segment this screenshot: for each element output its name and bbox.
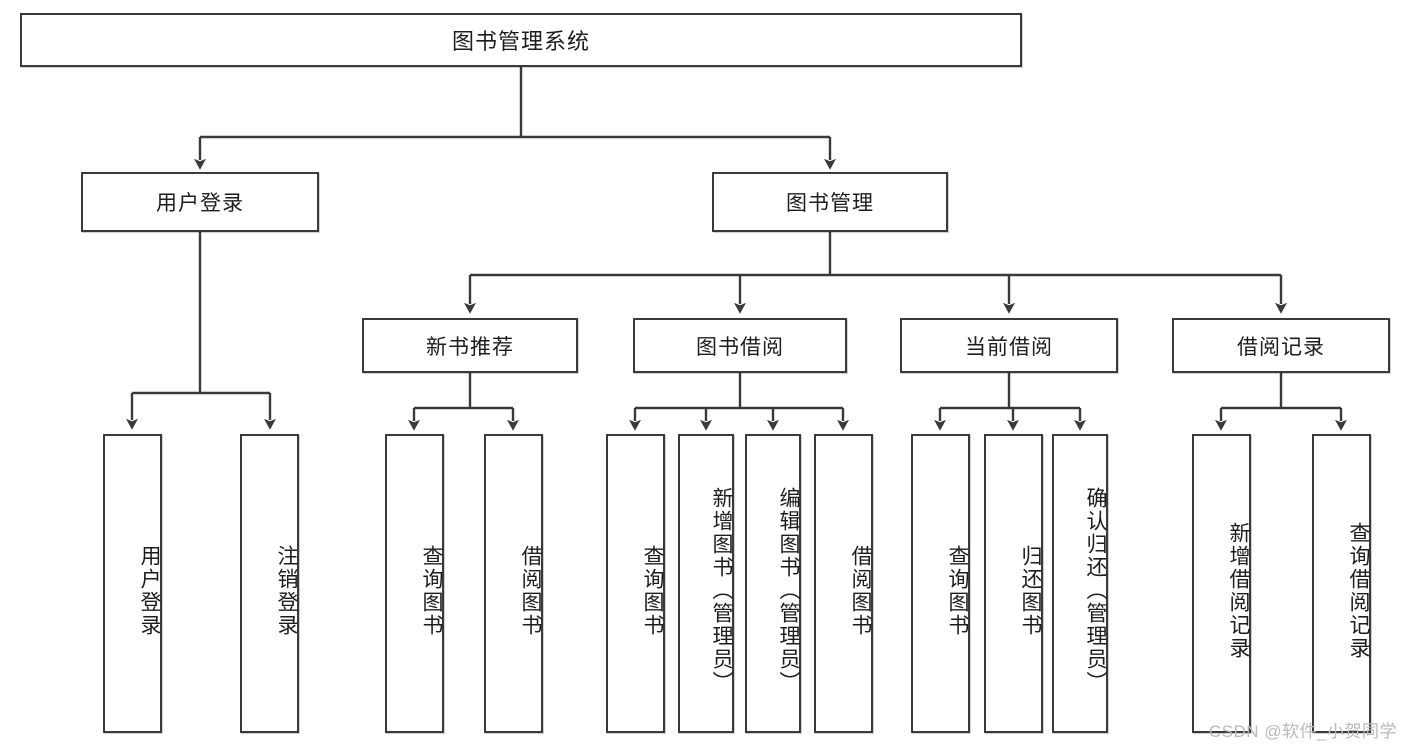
leaf-query-borrow-record-label: 查询借阅记录 <box>1347 521 1370 660</box>
node-new-book-recommend-label: 新书推荐 <box>426 335 514 359</box>
node-book-borrow[interactable]: 图书借阅 <box>633 318 847 373</box>
node-borrow-record[interactable]: 借阅记录 <box>1172 318 1390 373</box>
leaf-borrow-book-recommend[interactable]: 借阅图书 <box>484 434 543 733</box>
node-book-management-label: 图书管理 <box>786 192 874 215</box>
leaf-user-login[interactable]: 用户登录 <box>103 434 162 733</box>
node-current-borrow-label: 当前借阅 <box>965 335 1053 359</box>
node-new-book-recommend[interactable]: 新书推荐 <box>362 318 578 373</box>
leaf-query-book-recommend-label: 查询图书 <box>420 544 443 637</box>
leaf-query-borrow-record[interactable]: 查询借阅记录 <box>1312 434 1371 733</box>
watermark: CSDN @软件_小贺同学 <box>1208 722 1397 741</box>
leaf-add-borrow-record-label: 新增借阅记录 <box>1227 521 1250 660</box>
node-user-login-label: 用户登录 <box>156 192 244 215</box>
node-borrow-record-label: 借阅记录 <box>1237 335 1325 359</box>
leaf-confirm-return-admin[interactable]: 确认归还（管理员） <box>1052 434 1108 733</box>
leaf-add-borrow-record[interactable]: 新增借阅记录 <box>1192 434 1251 733</box>
node-user-login[interactable]: 用户登录 <box>81 172 319 232</box>
leaf-confirm-return-admin-label: 确认归还（管理员） <box>1084 487 1107 694</box>
leaf-borrow-book-recommend-label: 借阅图书 <box>519 544 542 637</box>
leaf-edit-book-admin[interactable]: 编辑图书（管理员） <box>745 434 801 733</box>
leaf-edit-book-admin-label: 编辑图书（管理员） <box>777 487 800 694</box>
leaf-add-book-admin-label: 新增图书（管理员） <box>710 487 733 694</box>
leaf-return-book[interactable]: 归还图书 <box>984 434 1043 733</box>
leaf-query-book-current-label: 查询图书 <box>946 544 969 637</box>
leaf-return-book-label: 归还图书 <box>1019 544 1042 637</box>
node-book-management[interactable]: 图书管理 <box>712 172 948 232</box>
leaf-query-book-current[interactable]: 查询图书 <box>911 434 970 733</box>
leaf-logout-label: 注销登录 <box>275 544 298 637</box>
node-root[interactable]: 图书管理系统 <box>20 13 1022 67</box>
leaf-add-book-admin[interactable]: 新增图书（管理员） <box>678 434 734 733</box>
leaf-query-book-borrow[interactable]: 查询图书 <box>606 434 665 733</box>
leaf-query-book-borrow-label: 查询图书 <box>641 544 664 637</box>
leaf-borrow-book[interactable]: 借阅图书 <box>814 434 873 733</box>
leaf-user-login-label: 用户登录 <box>138 544 161 637</box>
node-book-borrow-label: 图书借阅 <box>696 335 784 359</box>
leaf-logout[interactable]: 注销登录 <box>240 434 299 733</box>
node-current-borrow[interactable]: 当前借阅 <box>900 318 1118 373</box>
leaf-query-book-recommend[interactable]: 查询图书 <box>385 434 444 733</box>
leaf-borrow-book-label: 借阅图书 <box>849 544 872 637</box>
node-root-label: 图书管理系统 <box>451 29 590 54</box>
